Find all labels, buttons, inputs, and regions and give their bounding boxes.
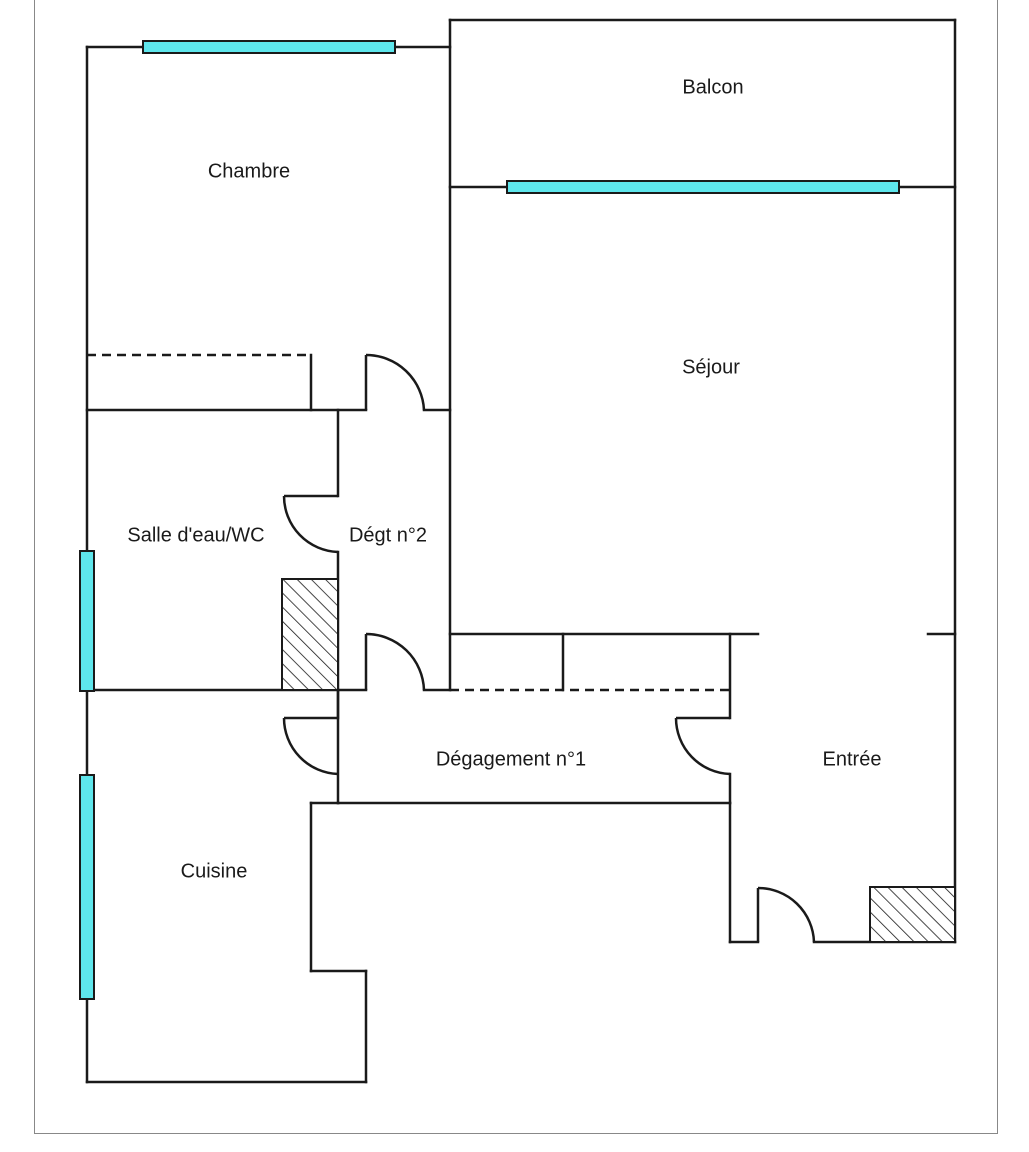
door-degagement <box>674 716 731 776</box>
closet-lines <box>87 353 730 692</box>
doors <box>282 353 816 943</box>
room-label-degagement1: Dégagement n°1 <box>436 748 586 770</box>
room-label-sejour: Séjour <box>682 356 740 378</box>
room-label-entree: Entrée <box>823 748 882 770</box>
duct-salle-eau <box>281 578 339 691</box>
room-label-cuisine: Cuisine <box>181 860 248 882</box>
window-salle-eau <box>79 550 95 692</box>
door-chambre <box>364 353 426 411</box>
room-label-chambre: Chambre <box>208 160 290 182</box>
ducts <box>281 578 956 943</box>
door-degt2 <box>364 632 426 691</box>
window-chambre <box>142 40 396 54</box>
room-labels: Chambre Balcon Séjour Salle d'eau/WC Dég… <box>127 76 881 882</box>
windows <box>79 40 900 1000</box>
door-entree <box>756 886 816 943</box>
duct-entree <box>869 886 956 943</box>
room-label-salle-eau: Salle d'eau/WC <box>127 524 264 546</box>
room-label-degt2: Dégt n°2 <box>349 524 427 546</box>
window-sejour <box>506 180 900 194</box>
door-salle-eau <box>282 494 339 554</box>
window-cuisine <box>79 774 95 1000</box>
door-cuisine <box>282 716 339 776</box>
room-label-balcon: Balcon <box>682 76 743 98</box>
